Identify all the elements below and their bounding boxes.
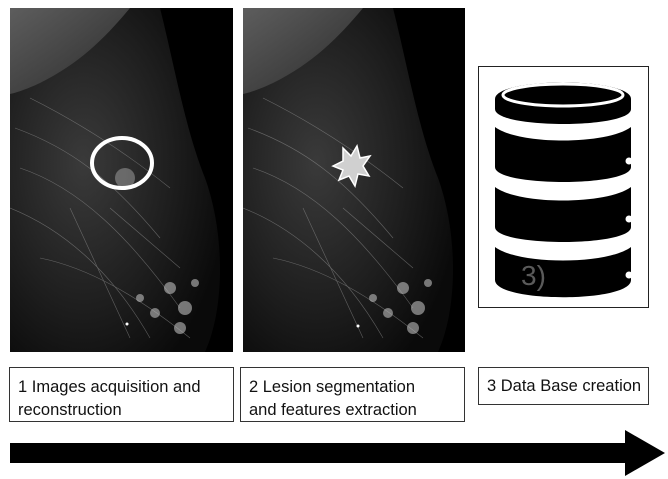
step-2-caption-line1: 2 Lesion segmentation bbox=[249, 376, 464, 399]
database-icon: 3) bbox=[479, 67, 650, 309]
step-3-caption: 3 Data Base creation bbox=[478, 367, 649, 405]
step-1-caption-line2: reconstruction bbox=[18, 399, 233, 422]
mammogram-image-segmentation bbox=[243, 8, 465, 352]
mammogram-image-acquisition bbox=[10, 8, 233, 352]
step-3-caption-line1: 3 Data Base creation bbox=[487, 375, 648, 398]
step-1-caption-line1: 1 Images acquisition and bbox=[18, 376, 233, 399]
step-1-caption: 1 Images acquisition and reconstruction bbox=[9, 367, 234, 422]
database-label: 3) bbox=[521, 260, 546, 291]
database-panel: 3) bbox=[478, 66, 649, 308]
step-2-caption: 2 Lesion segmentation and features extra… bbox=[240, 367, 465, 422]
step-2-caption-line2: and features extraction bbox=[249, 399, 464, 422]
process-arrow bbox=[10, 428, 665, 478]
